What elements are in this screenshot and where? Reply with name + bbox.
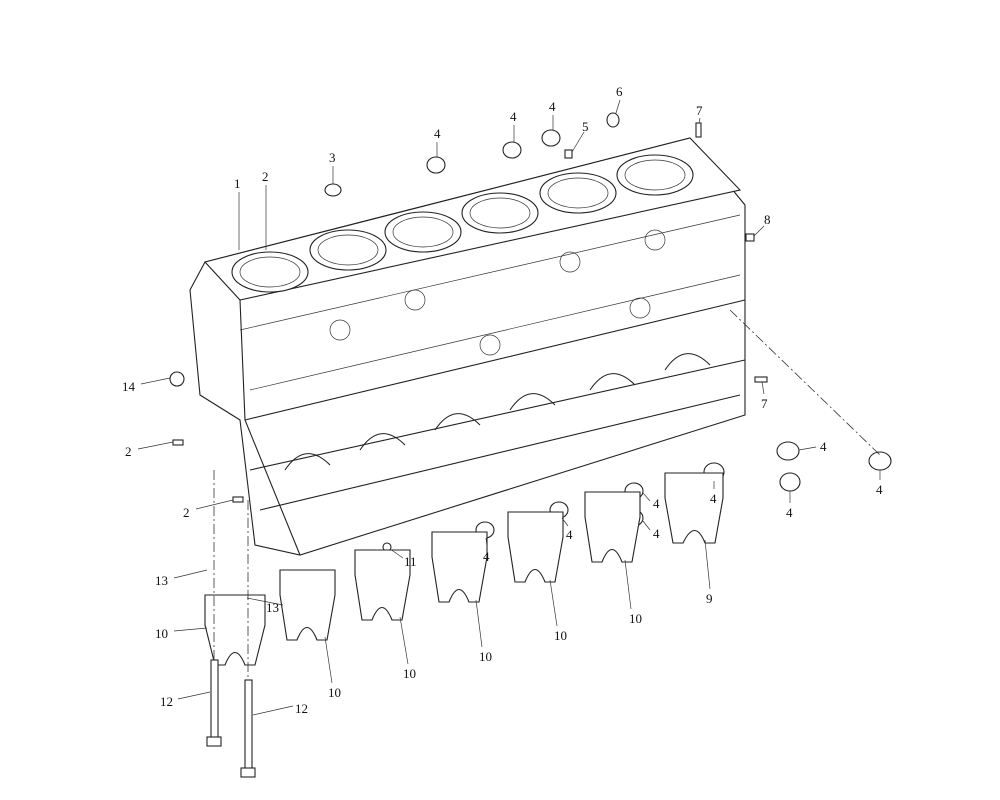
callout-12: 12 — [295, 701, 308, 716]
main-bearing-bolts — [206, 309, 881, 778]
callout-4: 4 — [653, 496, 660, 511]
callout-10: 10 — [155, 626, 168, 641]
callout-4: 4 — [510, 109, 517, 124]
callout-10: 10 — [479, 649, 492, 664]
callout-4: 4 — [876, 482, 883, 497]
callout-12: 12 — [160, 694, 173, 709]
callout-9: 9 — [706, 591, 713, 606]
callout-11: 11 — [404, 554, 417, 569]
callout-13: 13 — [155, 573, 168, 588]
callout-4: 4 — [549, 99, 556, 114]
callout-6: 6 — [616, 84, 623, 99]
callout-1: 1 — [234, 176, 241, 191]
callout-4: 4 — [434, 126, 441, 141]
callout-2: 2 — [262, 169, 269, 184]
callout-2: 2 — [125, 444, 132, 459]
main-bearing-caps — [204, 472, 724, 666]
cylinder-block — [189, 137, 746, 556]
callout-4: 4 — [653, 526, 660, 541]
callout-10: 10 — [554, 628, 567, 643]
callout-labels: 1 2 3 4 4 4 5 6 7 8 14 7 2 4 4 2 4 4 4 4… — [122, 84, 883, 716]
callout-2: 2 — [183, 505, 190, 520]
callout-3: 3 — [329, 150, 336, 165]
callout-10: 10 — [328, 685, 341, 700]
cylinder-bores — [231, 154, 694, 293]
callout-4: 4 — [710, 491, 717, 506]
callout-4: 4 — [786, 505, 793, 520]
callout-4: 4 — [820, 439, 827, 454]
callout-4: 4 — [566, 527, 573, 542]
main-bearing-saddles — [284, 229, 711, 471]
callout-8: 8 — [764, 212, 771, 227]
plugs-and-dowels — [169, 112, 892, 552]
callout-10: 10 — [403, 666, 416, 681]
callout-14: 14 — [122, 379, 136, 394]
callout-5: 5 — [582, 119, 589, 134]
callout-4: 4 — [483, 549, 490, 564]
leader-lines — [137, 99, 881, 716]
callout-10: 10 — [629, 611, 642, 626]
callout-7: 7 — [696, 103, 703, 118]
callout-13: 13 — [266, 600, 279, 615]
callout-7: 7 — [761, 396, 768, 411]
